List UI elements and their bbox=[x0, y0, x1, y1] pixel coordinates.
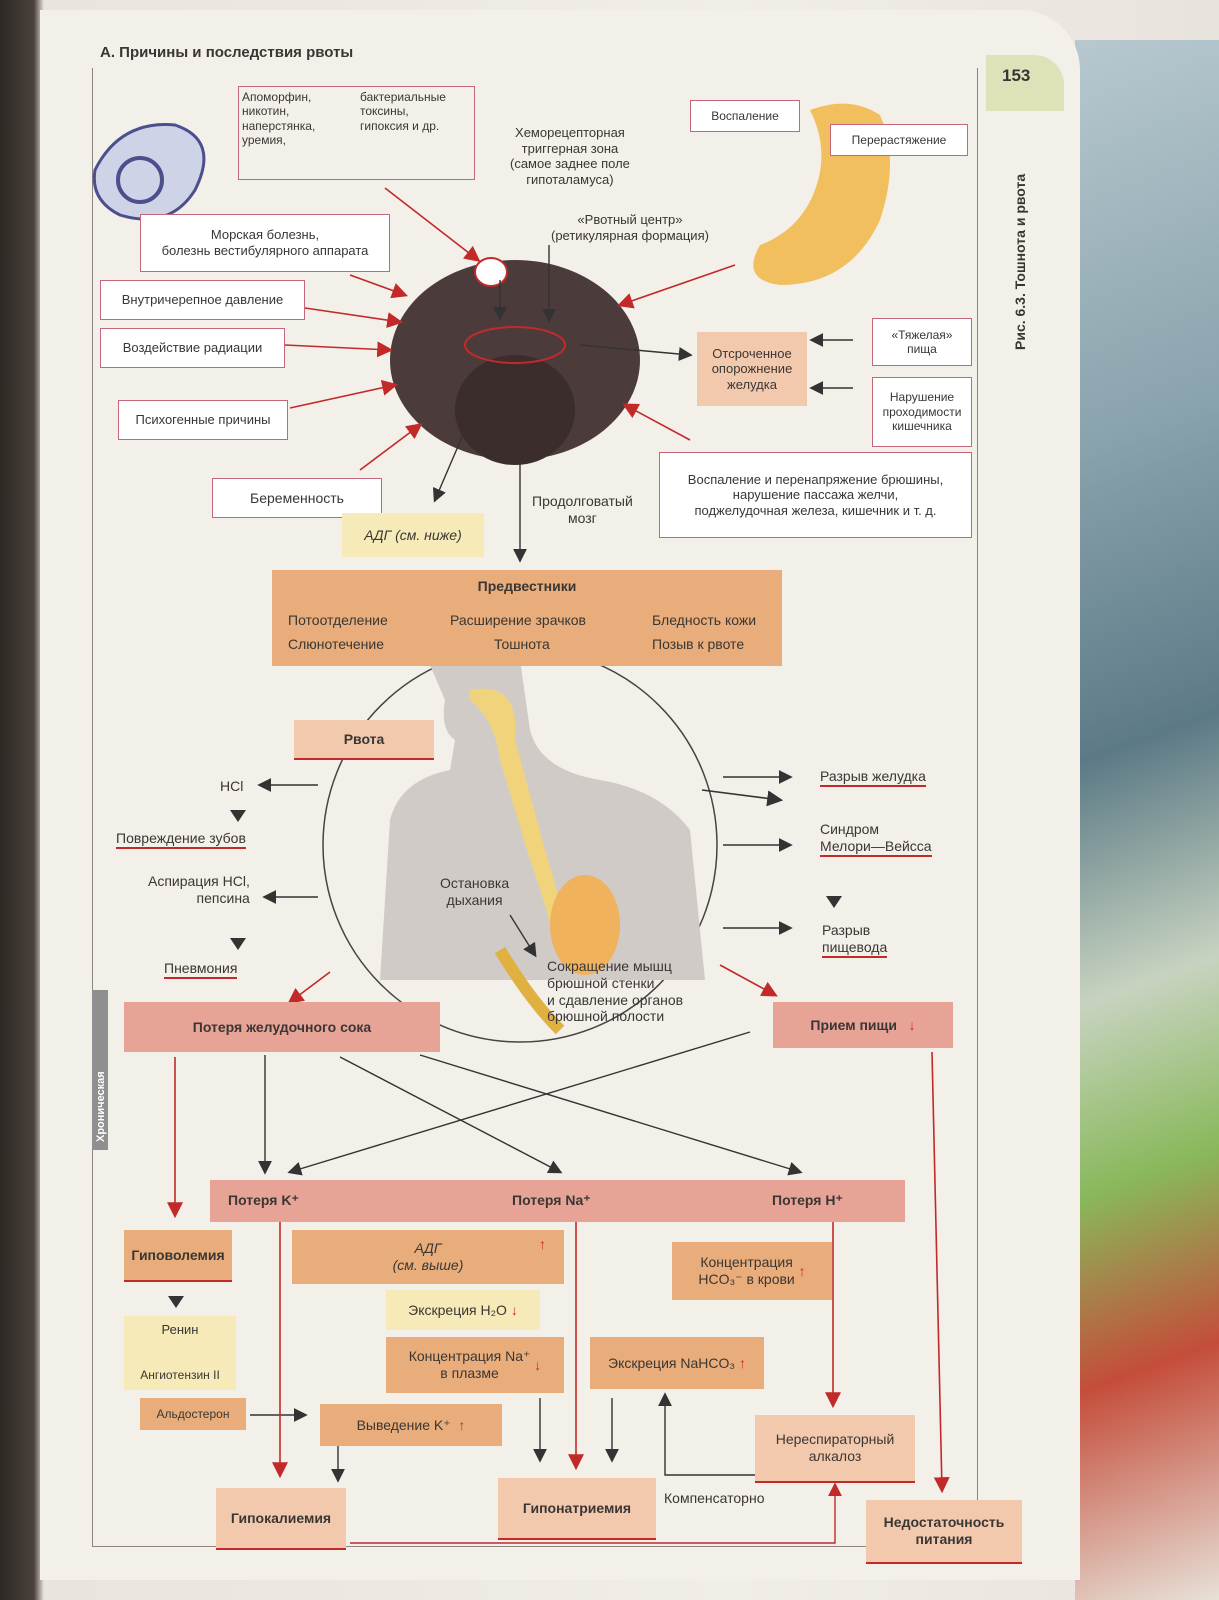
stomach-shape bbox=[550, 875, 620, 975]
mallory-weiss-label: Синдром Мелори—Вейсса bbox=[820, 821, 932, 857]
up-arrow-icon: ↑ bbox=[539, 1236, 546, 1252]
sea-sickness-box: Морская болезнь, болезнь вестибулярного … bbox=[140, 214, 390, 272]
malnutrition-box: Недостаточность питания bbox=[866, 1500, 1022, 1564]
prodrome-item: Тошнота bbox=[494, 636, 550, 652]
h2o-excretion-label: Экскреция H₂O bbox=[408, 1301, 507, 1318]
muscle-contraction-label: Сокращение мышц брюшной стенки и сдавлен… bbox=[547, 958, 684, 1025]
pregnancy-box: Беременность bbox=[212, 478, 382, 518]
prodrome-item: Слюнотечение bbox=[288, 636, 384, 652]
hypovolemia-box: Гиповолемия bbox=[124, 1230, 232, 1282]
loss-h-label: Потеря H⁺ bbox=[772, 1192, 843, 1208]
up-arrow-icon: ↑ bbox=[798, 1262, 806, 1279]
figure-title: А. Причины и последствия рвоты bbox=[100, 44, 360, 62]
teeth-damage-label: Повреждение зубов bbox=[116, 830, 246, 849]
page-number-tab bbox=[986, 55, 1064, 111]
down-arrow-icon: ↓ bbox=[534, 1356, 542, 1373]
food-intake-box: Прием пищи ↓ bbox=[773, 1002, 953, 1048]
body-silhouette bbox=[380, 656, 705, 980]
na-plasma-label: Концентрация Na⁺ в плазме bbox=[408, 1348, 531, 1381]
hypokalemia-box: Гипокалиемия bbox=[216, 1488, 346, 1550]
aldosterone-box: Альдостерон bbox=[140, 1398, 246, 1430]
trigger-zone-ring bbox=[474, 257, 508, 287]
adh-below-box: АДГ (см. ниже) bbox=[342, 513, 484, 557]
renin-box: Ренин Ангиотензин II bbox=[124, 1316, 236, 1390]
angiotensin-label: Ангиотензин II bbox=[140, 1368, 220, 1382]
nahco3-label: Экскреция NaHCO₃ bbox=[608, 1354, 736, 1371]
aspiration-label: Аспирация HCl, пепсина bbox=[148, 873, 250, 906]
chemoreceptor-label: Хеморецепторная триггерная зона (самое з… bbox=[510, 125, 630, 187]
inner-ear-drawing bbox=[92, 123, 206, 221]
food-intake-label: Прием пищи bbox=[810, 1016, 897, 1033]
hcl-label: HCl bbox=[220, 778, 244, 794]
loss-k-label: Потеря K⁺ bbox=[228, 1192, 299, 1208]
adh-above-box: АДГ (см. выше) ↑ bbox=[292, 1230, 564, 1284]
inflammation-box: Воспаление bbox=[690, 100, 800, 132]
alkalosis-box: Нереспираторный алкалоз bbox=[755, 1415, 915, 1483]
drugs-left-text: Апоморфин, никотин, наперстянка, уремия, bbox=[242, 90, 316, 148]
drugs-right-text: бактериальные токсины, гипоксия и др. bbox=[360, 90, 446, 133]
k-excretion-box: Выведение K⁺ ↑ bbox=[320, 1404, 502, 1446]
prodrome-item: Бледность кожи bbox=[652, 612, 757, 628]
delayed-emptying-box: Отсроченное опорожнение желудка bbox=[697, 332, 807, 406]
drugs-box bbox=[238, 86, 475, 180]
compensatory-label: Компенсаторно bbox=[664, 1490, 765, 1506]
prodrome-item: Позыв к рвоте bbox=[652, 636, 745, 652]
heavy-food-box: «Тяжелая» пища bbox=[872, 318, 972, 366]
k-excretion-label: Выведение K⁺ bbox=[356, 1416, 451, 1433]
hco3-blood-label: Концентрация HCO₃⁻ в крови bbox=[698, 1254, 795, 1287]
up-arrow-icon: ↑ bbox=[738, 1354, 746, 1371]
page-number: 153 bbox=[1002, 66, 1031, 85]
brain-stem bbox=[455, 355, 575, 465]
radiation-box: Воздействие радиации bbox=[100, 328, 285, 368]
esophagus-rupture-label: Разрыв пищевода bbox=[822, 922, 888, 958]
background-edge bbox=[1075, 40, 1219, 1600]
vomiting-box: Рвота bbox=[294, 720, 434, 760]
down-arrow-icon: ↓ bbox=[908, 1016, 916, 1033]
hco3-blood-box: Концентрация HCO₃⁻ в крови ↑ bbox=[672, 1242, 832, 1300]
medulla-label: Продолговатый мозг bbox=[532, 493, 633, 526]
prodromes-title: Предвестники bbox=[477, 578, 577, 594]
ion-loss-bar: Потеря K⁺ Потеря Na⁺ Потеря H⁺ bbox=[210, 1180, 905, 1222]
duodenum bbox=[494, 946, 565, 1035]
esophagus bbox=[470, 688, 570, 945]
prodromes-box: Предвестники Потоотделение Слюнотечение … bbox=[272, 570, 782, 666]
obstruction-box: Нарушение проходимости кишечника bbox=[872, 377, 972, 447]
renin-label: Ренин bbox=[161, 1322, 199, 1337]
pneumonia-label: Пневмония bbox=[164, 960, 238, 979]
overstretch-box: Перерастяжение bbox=[830, 124, 968, 156]
nahco3-box: Экскреция NaHCO₃ ↑ bbox=[590, 1337, 764, 1389]
down-arrow-icon: ↓ bbox=[510, 1301, 518, 1318]
drugs-left-label: Апоморфин, никотин, наперстянка, уремия, bbox=[242, 90, 315, 148]
hyponatremia-box: Гипонатриемия bbox=[498, 1478, 656, 1540]
vomit-center-label: «Рвотный центр» (ретикулярная формация) bbox=[551, 212, 709, 243]
vomit-center-ring bbox=[464, 326, 566, 364]
prodrome-item: Потоотделение bbox=[288, 612, 388, 628]
peritoneum-box: Воспаление и перенапряжение брюшины, нар… bbox=[659, 452, 972, 538]
chronic-bar bbox=[92, 990, 108, 1150]
na-plasma-box: Концентрация Na⁺ в плазме ↓ bbox=[386, 1337, 564, 1393]
up-arrow-icon: ↑ bbox=[458, 1416, 466, 1433]
drugs-right-label: бактериальные токсины, гипоксия и др. bbox=[360, 90, 446, 133]
psychogenic-box: Психогенные причины bbox=[118, 400, 288, 440]
prodrome-item: Расширение зрачков bbox=[450, 612, 586, 628]
icp-box: Внутричерепное давление bbox=[100, 280, 305, 320]
stomach-rupture-label: Разрыв желудка bbox=[820, 768, 926, 787]
gastric-loss-box: Потеря желудочного сока bbox=[124, 1002, 440, 1052]
adh-above-label: АДГ (см. выше) bbox=[392, 1240, 464, 1273]
h2o-excretion-box: Экскреция H₂O ↓ bbox=[386, 1290, 540, 1330]
resp-arrest-label: Остановка дыхания bbox=[440, 875, 510, 908]
figure-frame bbox=[92, 68, 978, 1547]
loss-na-label: Потеря Na⁺ bbox=[512, 1192, 591, 1208]
